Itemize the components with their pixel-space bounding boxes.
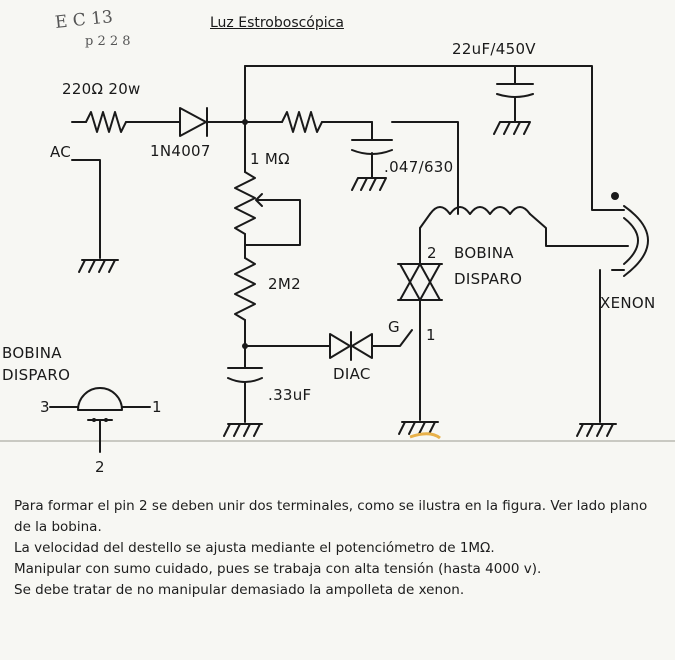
note-voltage: Manipular con sumo cuidado, pues se trab… [14,561,542,577]
pot-wiper-loop [244,199,301,246]
label-coil-1: BOBINA [454,244,514,262]
ink-smudge [409,432,441,440]
wire-diac-to-gate [371,329,413,347]
label-bobina-side-2: DISPARO [2,366,71,384]
label-res-input: 220Ω 20w [62,80,141,98]
ground-symbol-22uf [493,121,531,135]
triac-tri-down [399,263,441,301]
note-speed: La velocidad del destello se ajusta medi… [14,540,495,556]
pot-wiper-arrow [255,193,263,207]
trigger-coil [429,206,531,215]
notes-block: Para formar el pin 2 se deben unir dos t… [14,496,664,601]
note-xenon: Se debe tratar de no manipular demasiado… [14,582,465,598]
diode-body [179,107,207,137]
label-gate: G [388,318,400,336]
label-xenon: XENON [600,294,656,312]
label-pinout-1: 1 [152,398,162,416]
diac-tri-left [329,333,351,359]
res-2m2-zigzag [234,257,256,321]
label-diac: DIAC [333,365,371,383]
handwritten-note-sub: p 2 2 8 [85,34,131,49]
ground-symbol-triac [398,421,439,435]
top-rail-wire [244,65,613,211]
junction-dot-diode [242,119,248,125]
label-ac: AC [50,143,72,161]
label-cap-big: 22uF/450V [452,40,536,58]
wire-coil-right [529,213,613,247]
wire-to-047 [321,121,373,141]
pinout-dot-b [104,418,108,422]
ground-symbol-33 [223,423,263,437]
label-2m2: 2M2 [268,275,301,293]
triac-tri-up [399,263,441,301]
ground-symbol-xenon [576,423,617,437]
wire-coil-left [419,213,431,229]
label-coil-2: DISPARO [454,270,523,288]
diagram-title: Luz Estroboscópica [210,15,344,31]
xenon-tip [611,192,619,200]
label-bobina-side-1: BOBINA [2,344,62,362]
label-pin1: 1 [426,326,436,344]
label-cap-small: .047/630 [384,158,454,176]
note-pin2: Para formar el pin 2 se deben unir dos t… [14,498,648,535]
ground-symbol-ac [78,259,119,273]
label-pinout-2: 2 [95,458,105,476]
xenon-tube-inner [623,217,639,265]
ground-symbol-047 [351,177,387,191]
diac-tri-right [351,333,373,359]
pinout-dot-a [92,418,96,422]
ac-wire [71,159,101,259]
pinout-body [77,387,123,411]
pot-zigzag [234,171,256,235]
xenon-tube-outer [623,205,649,277]
wire-047-to-coil [371,121,459,215]
res-top-zigzag [281,111,323,133]
label-cap-33: .33uF [268,386,312,404]
junction-dot-diac [242,343,248,349]
label-pot: 1 MΩ [250,150,290,168]
label-diode: 1N4007 [150,142,211,160]
label-pinout-3: 3 [40,398,50,416]
label-pin2: 2 [427,244,437,262]
paper-fold-line [0,440,675,442]
res-220-zigzag [85,111,127,133]
